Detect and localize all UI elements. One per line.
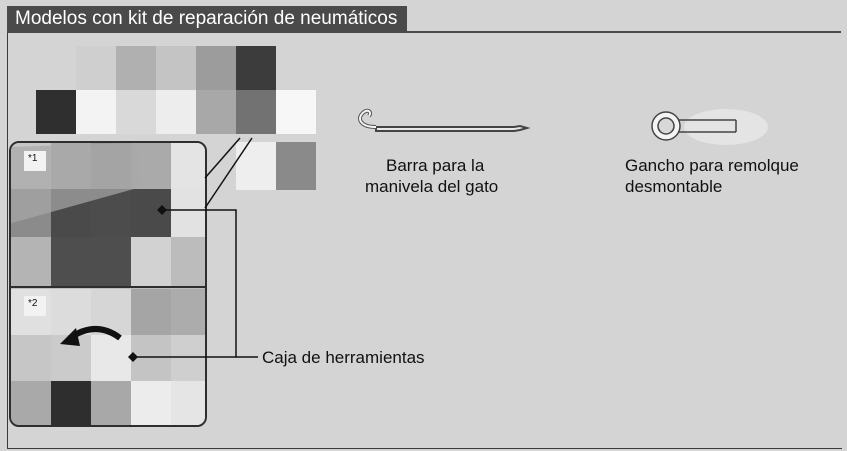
leader-marker-bottom xyxy=(128,352,138,362)
panel-divider xyxy=(11,286,205,288)
tow-hook-caption: Gancho para remolque desmontable xyxy=(625,155,835,197)
towing-hook-icon xyxy=(651,109,768,145)
tow-hook-caption-line1: Gancho para remolque xyxy=(625,156,799,175)
jack-bar-caption-line2: manivela del gato xyxy=(365,177,499,196)
page-title: Modelos con kit de reparación de neumáti… xyxy=(7,6,408,32)
title-rule xyxy=(7,31,841,33)
zoom-callout-line-bottom xyxy=(204,137,253,209)
jack-bar-caption-line1: Barra para la xyxy=(386,156,485,175)
tow-hook-caption-line2: desmontable xyxy=(625,177,723,196)
note-badge-2: *2 xyxy=(24,296,46,316)
note-badge-1: *1 xyxy=(24,151,46,171)
tool-box-caption: Caja de herramientas xyxy=(262,348,425,367)
curved-arrow-icon xyxy=(60,326,122,346)
tool-box-leader xyxy=(133,209,258,358)
jack-handle-bar-icon xyxy=(358,108,531,132)
zoom-callout-line-top xyxy=(204,137,241,179)
jack-bar-caption: Barra para la manivela del gato xyxy=(365,155,540,197)
leader-marker-top xyxy=(157,205,167,215)
